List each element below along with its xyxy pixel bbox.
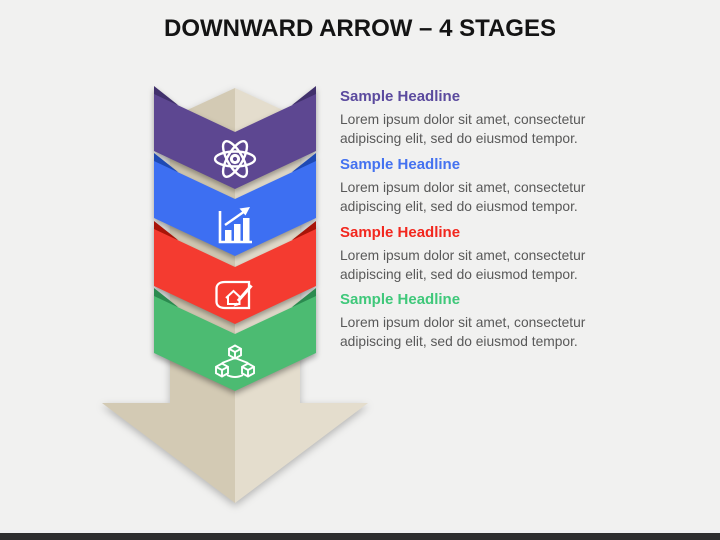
- chevron-1-band: [154, 94, 316, 189]
- chevron-2-band: [154, 161, 316, 256]
- stage-3-text: Sample Headline Lorem ipsum dolor sit am…: [340, 223, 614, 284]
- atom-icon: [213, 140, 257, 178]
- stage-4-headline: Sample Headline: [340, 291, 461, 308]
- chevron-4-band: [154, 296, 316, 391]
- stage-3-headline: Sample Headline: [340, 224, 461, 241]
- bar-chart-icon: [218, 207, 252, 244]
- stage-2-headline: Sample Headline: [340, 156, 461, 173]
- chevron-stage-2: [154, 153, 316, 256]
- stage-2-body: Lorem ipsum dolor sit amet, consectetur …: [340, 180, 586, 214]
- stage-1-text: Sample Headline Lorem ipsum dolor sit am…: [340, 87, 614, 148]
- footer-bar: [0, 533, 720, 540]
- stage-4-body: Lorem ipsum dolor sit amet, consectetur …: [340, 315, 586, 349]
- stage-1-headline: Sample Headline: [340, 88, 461, 105]
- chevron-stage-4: [154, 288, 316, 391]
- chevron-stage-1: [154, 86, 316, 189]
- chevron-3-band: [154, 229, 316, 324]
- cubes-icon: [215, 344, 255, 378]
- stage-2-text: Sample Headline Lorem ipsum dolor sit am…: [340, 155, 614, 216]
- slide-title: DOWNWARD ARROW – 4 STAGES: [163, 15, 556, 42]
- blueprint-icon: [215, 280, 253, 310]
- chevron-stage-3: [154, 221, 316, 324]
- stage-1-body: Lorem ipsum dolor sit amet, consectetur …: [340, 112, 586, 146]
- stage-3-body: Lorem ipsum dolor sit amet, consectetur …: [340, 248, 586, 282]
- stage-4-text: Sample Headline Lorem ipsum dolor sit am…: [340, 290, 614, 351]
